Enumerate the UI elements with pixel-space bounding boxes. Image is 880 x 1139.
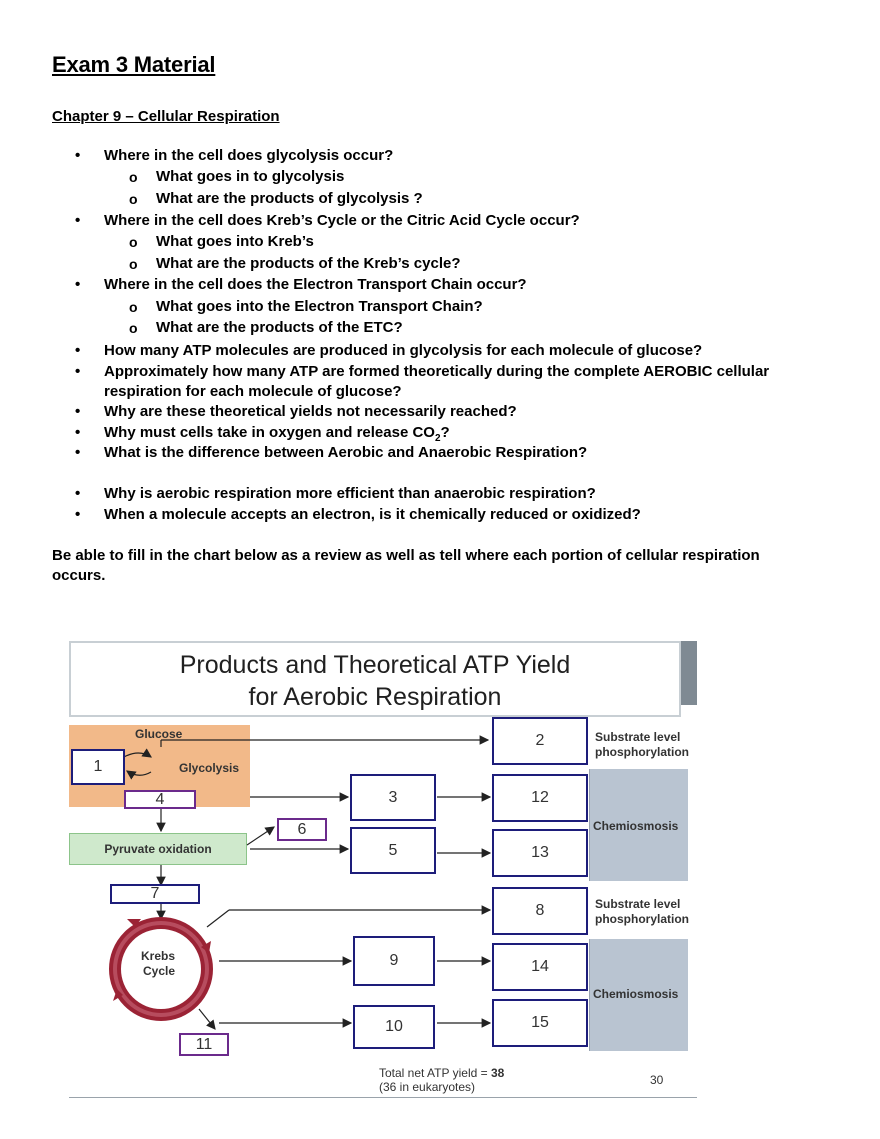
bullet: • [75, 276, 81, 293]
question-item: Where in the cell does glycolysis occur? [104, 147, 394, 164]
answer-box-12[interactable]: 12 [492, 774, 588, 822]
substrate-level-label-1a: Substrate level [595, 730, 681, 744]
sub-bullet: o [129, 234, 138, 250]
answer-box-14[interactable]: 14 [492, 943, 588, 991]
sub-question-item: What are the products of glycolysis ? [156, 190, 423, 207]
diagram-title-line1: Products and Theoretical ATP Yield [179, 651, 571, 679]
chemiosmosis-band-1 [589, 769, 688, 881]
question-suffix: ? [440, 424, 450, 441]
pyruvate-oxidation: Pyruvate oxidation [69, 833, 247, 865]
substrate-level-label-2b: phosphorylation [595, 912, 689, 926]
bullet: • [75, 485, 81, 502]
bullet: • [75, 444, 81, 461]
sub-question-item: What are the products of the ETC? [156, 319, 403, 336]
atp-yield-diagram: Products and Theoretical ATP Yield for A… [69, 637, 697, 1099]
question-item: Why are these theoretical yields not nec… [104, 403, 517, 420]
sub-bullet: o [129, 169, 138, 185]
chapter-heading: Chapter 9 – Cellular Respiration [52, 108, 280, 125]
total-atp-yield: Total net ATP yield = 38 [379, 1066, 504, 1080]
sub-question-item: What are the products of the Kreb’s cycl… [156, 255, 461, 272]
bullet: • [75, 363, 81, 380]
chemiosmosis-label-2: Chemiosmosis [593, 987, 679, 1001]
sub-question-item: What goes into the Electron Transport Ch… [156, 298, 483, 315]
krebs-label-1: Krebs [141, 949, 176, 963]
substrate-level-label-2a: Substrate level [595, 897, 681, 911]
question-item: Where in the cell does Kreb’s Cycle or t… [104, 212, 580, 229]
glucose-label: Glucose [135, 727, 183, 741]
glycolysis-label: Glycolysis [179, 761, 240, 775]
answer-box-2[interactable]: 2 [492, 717, 588, 765]
sub-question-item: What goes into Kreb’s [156, 233, 314, 250]
title-shadow [681, 641, 697, 705]
answer-box-8[interactable]: 8 [492, 887, 588, 935]
sub-bullet: o [129, 299, 138, 315]
answer-box-9[interactable]: 9 [353, 936, 435, 986]
sub-bullet: o [129, 320, 138, 336]
diagram-title-line2: for Aerobic Respiration [248, 683, 502, 711]
diagram-arrows [109, 735, 492, 1030]
slide-number: 30 [650, 1073, 664, 1087]
question-item: Why is aerobic respiration more efficien… [104, 485, 596, 502]
subscript: 2 [434, 433, 441, 444]
total-prefix: Total net ATP yield = [379, 1066, 491, 1080]
question-item: When a molecule accepts an electron, is … [104, 506, 641, 523]
question-item: How many ATP molecules are produced in g… [104, 342, 703, 359]
instruction-note: Be able to fill in the chart below as a … [52, 547, 760, 584]
question-item: Where in the cell does the Electron Tran… [104, 276, 527, 293]
question-text: Why must cells take in oxygen and releas… [104, 424, 435, 441]
substrate-level-label-1b: phosphorylation [595, 745, 689, 759]
diagram-title-box [69, 641, 681, 717]
bullet: • [75, 403, 81, 420]
answer-box-4[interactable]: 4 [124, 790, 196, 809]
bullet: • [75, 212, 81, 229]
chemiosmosis-band-2 [589, 939, 688, 1051]
answer-box-10[interactable]: 10 [353, 1005, 435, 1049]
bullet: • [75, 506, 81, 523]
bullet: • [75, 147, 81, 164]
answer-box-7[interactable]: 7 [110, 884, 200, 904]
eukaryotes-note: (36 in eukaryotes) [379, 1080, 476, 1094]
total-value: 38 [490, 1066, 505, 1080]
sub-question-item: What goes in to glycolysis [156, 168, 345, 185]
answer-box-5[interactable]: 5 [350, 827, 436, 874]
answer-box-3[interactable]: 3 [350, 774, 436, 821]
answer-box-13[interactable]: 13 [492, 829, 588, 877]
answer-box-6[interactable]: 6 [277, 818, 327, 841]
question-item: Why must cells take in oxygen and releas… [104, 423, 804, 449]
answer-box-1[interactable]: 1 [71, 749, 125, 785]
question-item: Approximately how many ATP are formed th… [104, 363, 774, 400]
bullet: • [75, 342, 81, 359]
question-item: What is the difference between Aerobic a… [104, 444, 588, 461]
sub-bullet: o [129, 191, 138, 207]
krebs-label-2: Cycle [143, 964, 176, 978]
bullet: • [75, 424, 81, 441]
sub-bullet: o [129, 256, 138, 272]
page-title: Exam 3 Material [52, 52, 216, 77]
answer-box-11[interactable]: 11 [179, 1033, 229, 1056]
diagram-bottom-rule [69, 1097, 697, 1098]
chemiosmosis-label-1: Chemiosmosis [593, 819, 679, 833]
answer-box-15[interactable]: 15 [492, 999, 588, 1047]
